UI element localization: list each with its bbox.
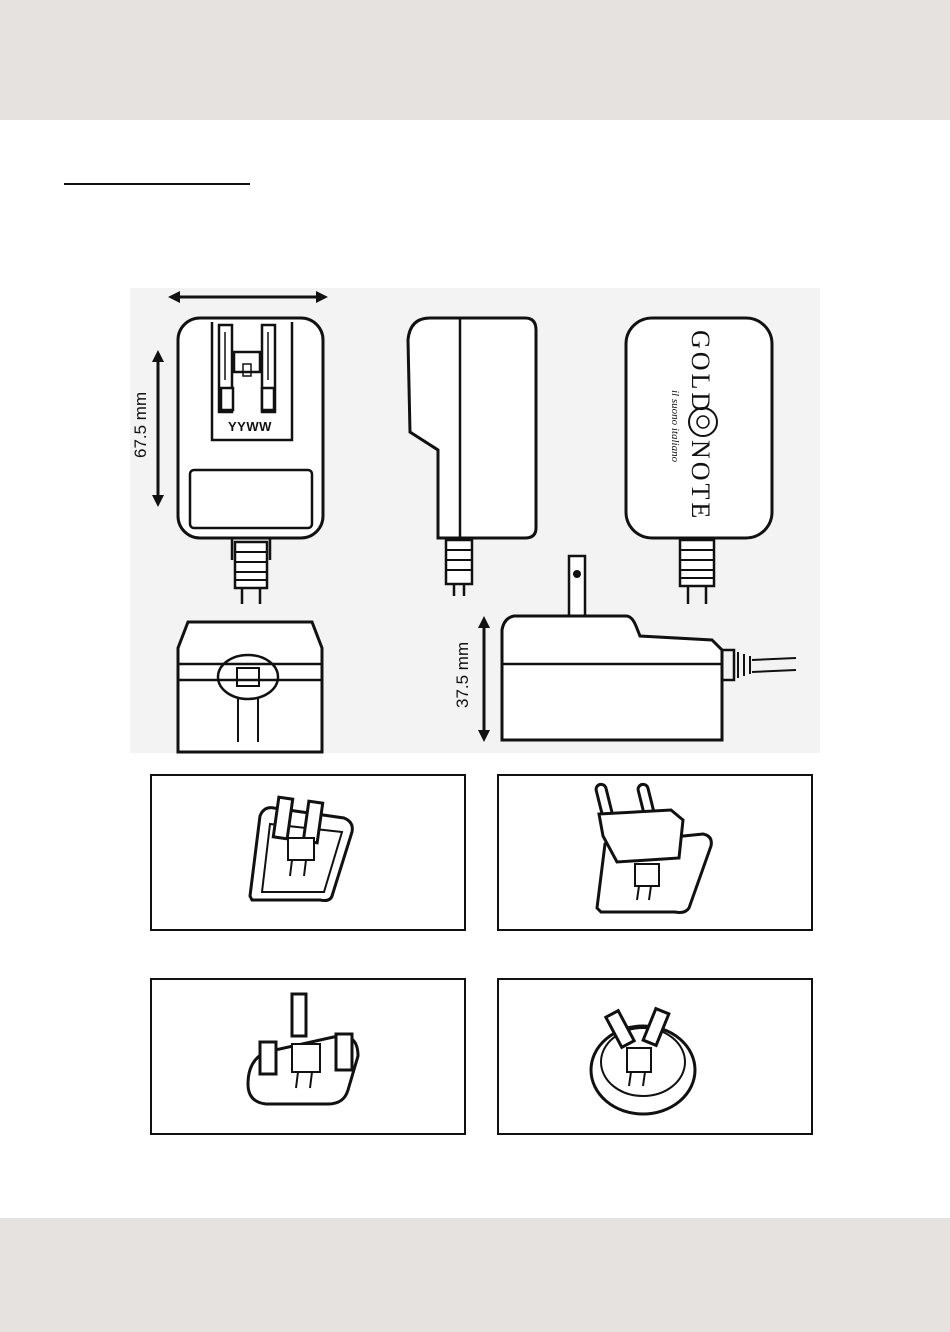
depth-dimension-label: 37.5 mm <box>453 642 472 708</box>
au-plug-adapter-box <box>497 978 813 1135</box>
date-code-marking: YYWW <box>228 419 272 434</box>
top-view <box>178 622 322 752</box>
us-plug-adapter-box <box>150 774 466 931</box>
au-plug-adapter-icon <box>499 980 815 1137</box>
logo-word-note: NOTE <box>686 440 715 521</box>
us-plug-adapter-icon <box>152 776 468 933</box>
eu-plug-adapter-icon <box>499 776 815 933</box>
height-dimension-label: 67.5 mm <box>131 392 150 458</box>
logo-tagline: il suono italiano <box>669 390 681 463</box>
uk-plug-adapter-box <box>150 978 466 1135</box>
eu-plug-adapter-box <box>497 774 813 931</box>
uk-plug-adapter-icon <box>152 980 468 1137</box>
logo-word-gold: GOLD <box>686 330 715 414</box>
